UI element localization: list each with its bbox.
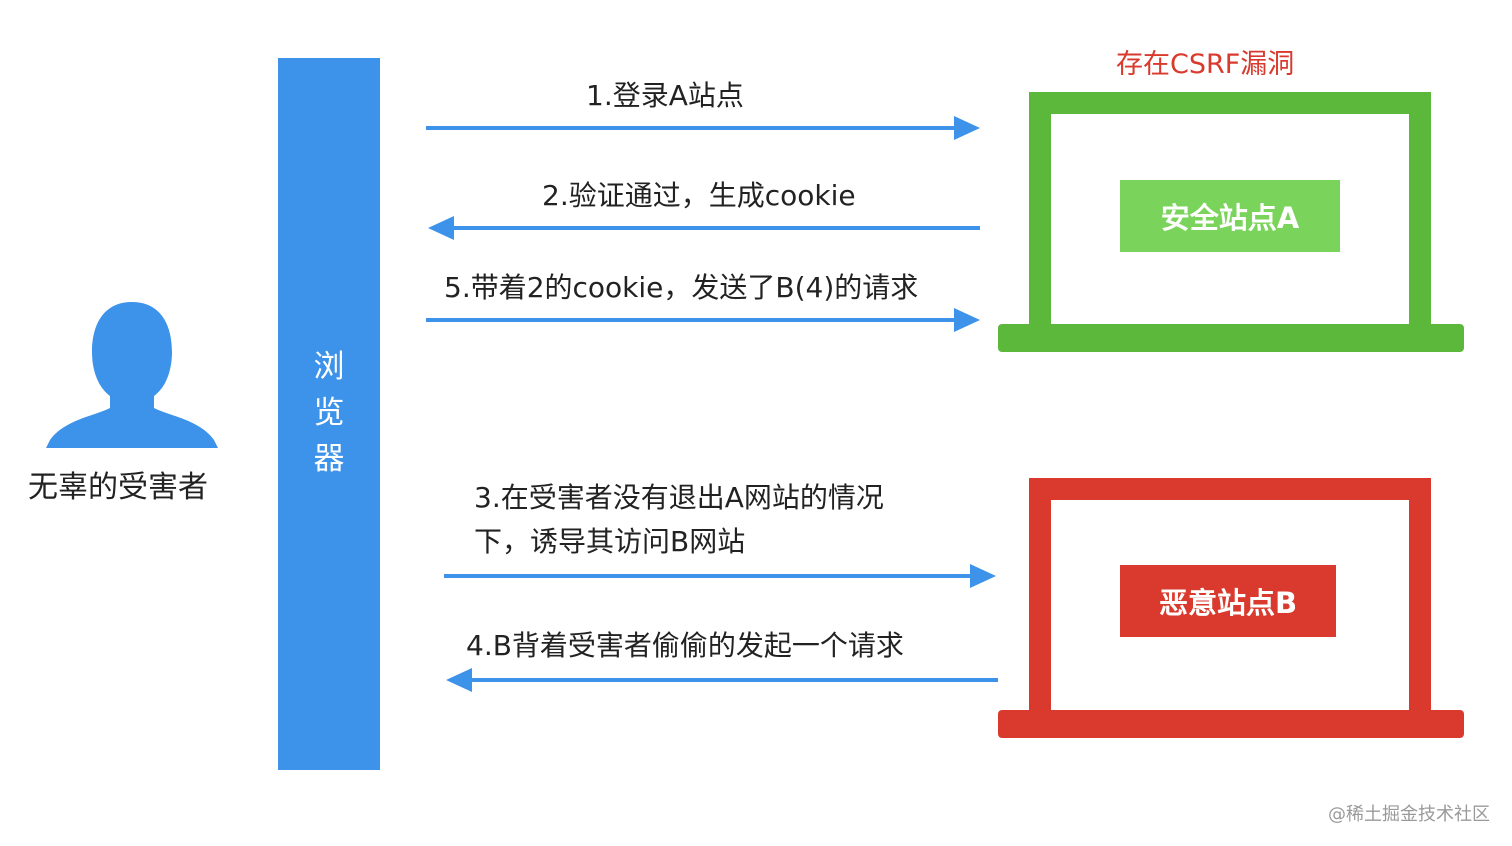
browser-bar [278,58,380,770]
step-5-label: 5.带着2的cookie，发送了B(4)的请求 [444,271,919,304]
step-3-label-line2: 下，诱导其访问B网站 [474,525,746,558]
browser-label-char: 览 [313,395,345,431]
watermark: @稀土掘金技术社区 [1328,804,1490,825]
step-1-label: 1.登录A站点 [586,79,744,112]
victim-label: 无辜的受害者 [28,470,208,505]
step-4-label: 4.B背着受害者偷偷的发起一个请求 [466,629,904,662]
step-2-label: 2.验证通过，生成cookie [542,179,856,212]
step-3-label-line1: 3.在受害者没有退出A网站的情况 [474,481,884,514]
site-b-box: 恶意站点B [1120,565,1336,637]
browser-label: 浏览器 [278,344,380,482]
arrow-right-icon [444,564,996,588]
csrf-vulnerability-note: 存在CSRF漏洞 [1116,49,1295,80]
browser-label-char: 器 [313,441,345,477]
arrow-left-icon [428,216,980,240]
arrow-right-icon [426,308,980,332]
arrow-right-icon [426,116,980,140]
site-a-box: 安全站点A [1120,180,1340,252]
arrow-left-icon [446,668,998,692]
browser-label-char: 浏 [313,349,345,385]
person-icon [46,302,218,448]
